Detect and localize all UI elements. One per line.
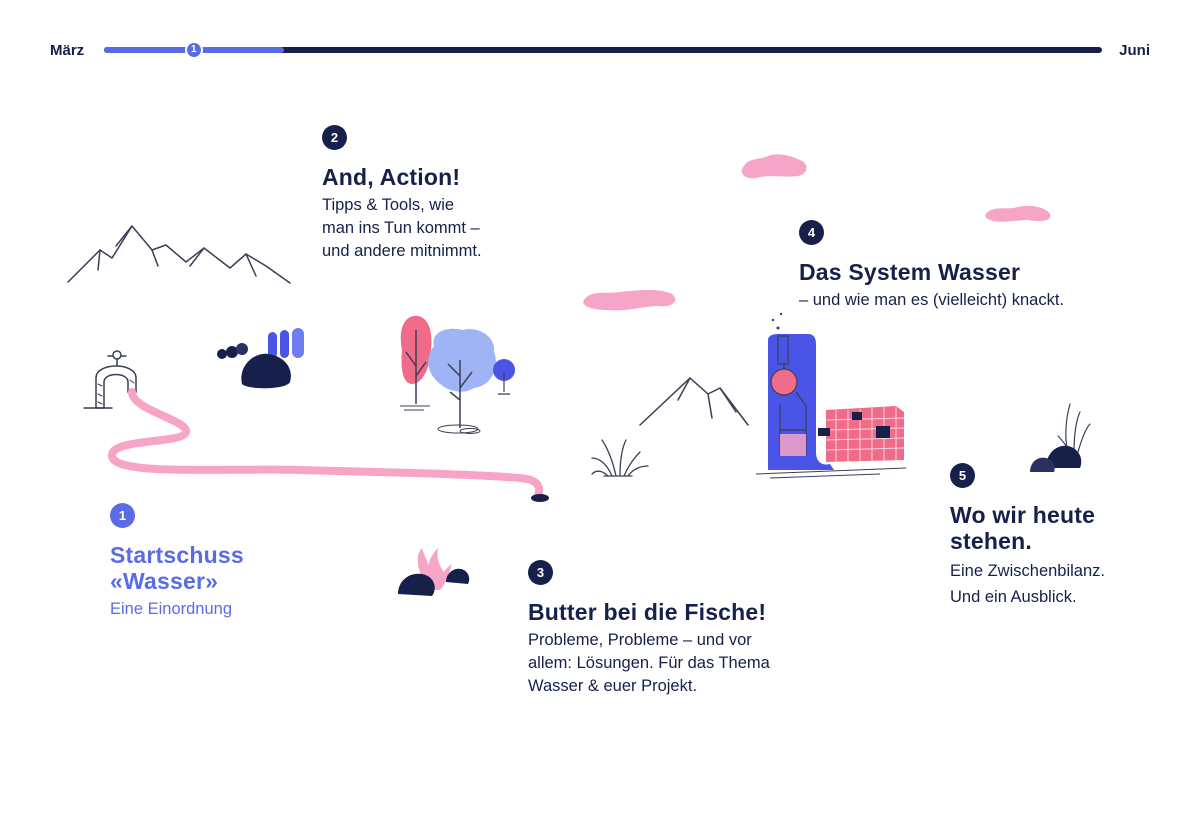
water-system-icon	[755, 312, 907, 479]
chapter-2-subtitle: Tipps & Tools, wie man ins Tun kommt – u…	[322, 194, 532, 263]
agave-plant-icon	[591, 439, 649, 477]
timeline-end-label: Juni	[1119, 42, 1150, 59]
chapter-1-subtitle: Eine Einordnung	[110, 600, 233, 618]
cloud-icon	[741, 154, 807, 179]
chapter-5-number-badge: 5	[950, 463, 975, 488]
chapter-2-number-badge: 2	[322, 125, 347, 150]
chapter-1-number-badge: 1	[110, 503, 135, 528]
chapter-4[interactable]: 4 Das System Wasser – und wie man es (vi…	[799, 220, 1129, 312]
chapter-2-subtitle-line-3: und andere mitnimmt.	[322, 242, 482, 260]
chapter-1-title-line-2: «Wasser»	[110, 568, 219, 594]
chapter-2-subtitle-line-2: man ins Tun kommt –	[322, 219, 480, 237]
chapter-3-number-badge: 3	[528, 560, 553, 585]
chapter-5-title: Wo wir heute stehen.	[950, 502, 1150, 554]
chapter-2[interactable]: 2 And, Action! Tipps & Tools, wie man in…	[322, 125, 532, 263]
mountain-middle-icon	[639, 377, 749, 426]
stones-grass-icon	[1030, 403, 1091, 472]
chapter-5-title-line-1: Wo wir heute	[950, 502, 1096, 528]
chapter-4-number-badge: 4	[799, 220, 824, 245]
chapter-5-subtitle: Eine Zwischenbilanz. Und ein Ausblick.	[950, 558, 1150, 610]
chapter-5-subtitle-line-1: Eine Zwischenbilanz.	[950, 562, 1105, 580]
mountain-left-icon	[67, 225, 291, 284]
chapter-3-subtitle-line-2: allem: Lösungen. Für das Thema	[528, 654, 770, 672]
chapter-4-title: Das System Wasser	[799, 259, 1021, 285]
chapter-1[interactable]: 1 Startschuss «Wasser» Eine Einordnung	[110, 503, 310, 621]
chapter-3-subtitle-line-1: Probleme, Probleme – und vor	[528, 631, 752, 649]
chapter-3-title: Butter bei die Fische!	[528, 599, 767, 625]
timeline-current-marker[interactable]: 1	[184, 41, 203, 59]
chapter-4-subtitle: – und wie man es (vielleicht) knackt.	[799, 291, 1065, 309]
chapter-5-subtitle-line-2: Und ein Ausblick.	[950, 588, 1077, 606]
drain-hole-icon	[531, 494, 549, 502]
chapter-5[interactable]: 5 Wo wir heute stehen. Eine Zwischenbila…	[950, 463, 1150, 610]
chapter-5-title-line-2: stehen.	[950, 528, 1032, 554]
cloud-icon	[583, 290, 676, 311]
bush-stones-icon	[398, 548, 470, 596]
timeline-start-label: März	[50, 42, 85, 59]
cloud-icon	[985, 205, 1051, 222]
chapter-3-subtitle: Probleme, Probleme – und vor allem: Lösu…	[528, 629, 818, 698]
water-tap-icon	[83, 350, 137, 409]
chapter-1-title: Startschuss «Wasser»	[110, 542, 310, 594]
chapter-1-title-line-1: Startschuss	[110, 542, 244, 568]
bush-stones-icon	[217, 328, 304, 389]
water-hose-icon	[108, 388, 544, 500]
chapter-2-subtitle-line-1: Tipps & Tools, wie	[322, 196, 455, 214]
chapter-3[interactable]: 3 Butter bei die Fische! Probleme, Probl…	[528, 560, 818, 698]
chapter-2-title: And, Action!	[322, 164, 461, 190]
chapter-3-subtitle-line-3: Wasser & euer Projekt.	[528, 677, 698, 695]
trees-icon	[400, 315, 515, 434]
